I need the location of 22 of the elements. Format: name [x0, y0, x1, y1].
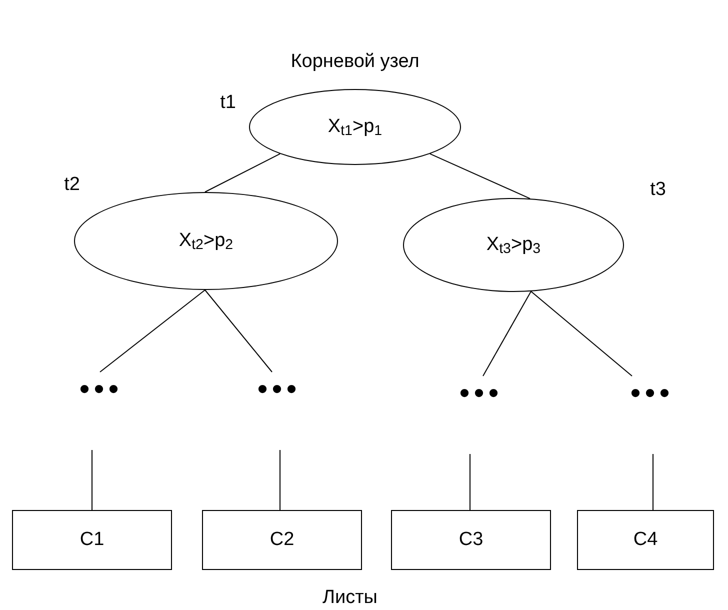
connector-line — [430, 153, 530, 200]
decision-ellipse: X$_{t1}$>p$_{1}$ — [249, 89, 461, 165]
leaf-box: C3 — [391, 510, 551, 570]
node-caption: t1 — [220, 90, 236, 115]
ellipsis-dots: ••• — [66, 372, 136, 406]
connector-line — [204, 290, 272, 372]
ellipsis-dots: ••• — [244, 372, 314, 406]
decision-ellipse: X$_{t3}$>p$_{3}$ — [403, 198, 624, 292]
connector-line — [652, 454, 654, 510]
node-caption: t3 — [650, 178, 666, 202]
caption-text: Листы — [322, 586, 378, 610]
decision-ellipse: X$_{t2}$>p$_{2}$ — [74, 192, 338, 290]
ellipsis-dots: ••• — [446, 376, 516, 410]
ellipsis-dots: ••• — [617, 376, 687, 410]
node-caption: Корневой узел — [290, 50, 420, 74]
leaf-box: C2 — [202, 510, 362, 570]
leaf-box: C4 — [577, 510, 714, 570]
connector-line — [204, 153, 280, 192]
leaf-box: C1 — [12, 510, 172, 570]
connector-line — [482, 290, 532, 376]
connector-line — [530, 290, 632, 376]
connector-line — [100, 290, 206, 372]
